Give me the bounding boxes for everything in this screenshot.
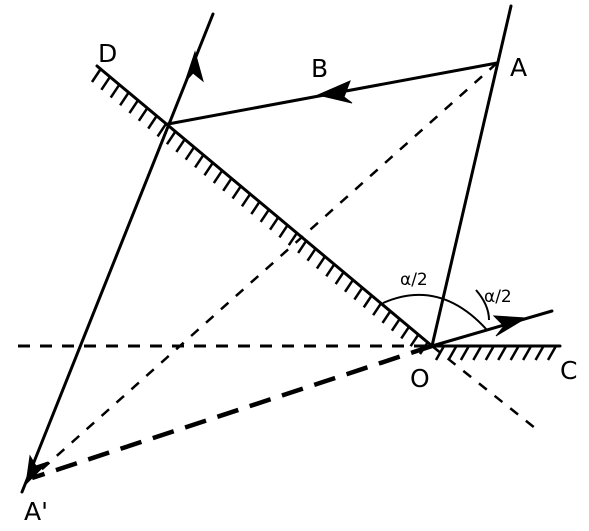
label-c: C	[560, 356, 577, 385]
arrow-right-icon	[492, 315, 528, 337]
hatch-mark	[400, 325, 411, 340]
hatch-mark	[212, 170, 223, 184]
hatch-mark	[362, 294, 373, 309]
mirror-od-hatching	[90, 69, 430, 355]
hatch-mark	[418, 341, 430, 355]
arrow-b-icon	[316, 80, 353, 104]
hatch-mark	[315, 255, 326, 270]
label-o: O	[410, 364, 430, 393]
label-angle-left: α/2	[400, 270, 428, 290]
hatch-mark	[287, 232, 298, 246]
hatch-mark	[250, 201, 261, 215]
hatch-mark	[137, 108, 148, 122]
hatch-mark	[409, 333, 420, 347]
mirror-oc-hatching	[434, 345, 558, 361]
hatch-mark	[175, 139, 186, 153]
hatch-mark	[390, 317, 401, 332]
hatch-mark	[222, 178, 233, 192]
mirror-od	[95, 64, 434, 348]
hatch-mark	[381, 310, 392, 324]
arrow-up-left-icon	[184, 50, 204, 83]
emergent-line-through-a-prime	[20, 12, 215, 494]
hatch-mark	[472, 345, 483, 361]
hatch-mark	[109, 84, 120, 99]
hatch-mark	[353, 286, 364, 301]
dashed-line-a-to-a-prime	[31, 62, 498, 479]
hatch-mark	[484, 345, 495, 361]
hatch-mark	[100, 77, 111, 91]
hatch-mark	[325, 263, 336, 277]
hatch-mark	[522, 345, 533, 361]
hatch-mark	[184, 147, 195, 161]
hatch-mark	[447, 345, 458, 361]
hatch-mark	[90, 69, 102, 83]
hatch-mark	[240, 193, 251, 208]
angle-arc-right	[475, 289, 490, 321]
hatch-mark	[194, 154, 205, 169]
arrow-a-prime-icon	[25, 454, 49, 486]
label-angle-right: α/2	[484, 287, 512, 307]
ray-o-to-right	[430, 309, 554, 348]
hatch-mark	[434, 345, 446, 361]
hatch-mark	[372, 302, 383, 316]
angle-arc-left	[382, 293, 488, 331]
hatch-mark	[306, 248, 317, 262]
hatch-mark	[497, 345, 508, 361]
hatch-mark	[269, 216, 280, 231]
label-a: A	[510, 53, 527, 82]
label-b: B	[311, 54, 328, 83]
hatch-mark	[119, 92, 130, 107]
dotted-extension-below-o	[431, 345, 536, 429]
label-a-prime: A'	[24, 497, 48, 526]
hatch-mark	[509, 345, 520, 361]
hatch-mark	[334, 271, 345, 285]
hatch-mark	[165, 131, 177, 145]
hatch-mark	[203, 162, 214, 176]
hatch-mark	[259, 209, 270, 223]
label-d: D	[98, 39, 117, 68]
hatch-mark	[278, 224, 289, 239]
hatch-mark	[343, 279, 355, 293]
hatch-mark	[156, 123, 167, 138]
hatch-mark	[534, 345, 545, 361]
hatch-mark	[546, 345, 558, 361]
hatch-mark	[459, 345, 470, 361]
hatch-mark	[297, 240, 308, 254]
hatch-mark	[128, 100, 139, 114]
dashed-line-o-to-a-prime	[31, 343, 433, 481]
hatch-mark	[147, 115, 158, 130]
hatch-mark	[231, 185, 242, 200]
